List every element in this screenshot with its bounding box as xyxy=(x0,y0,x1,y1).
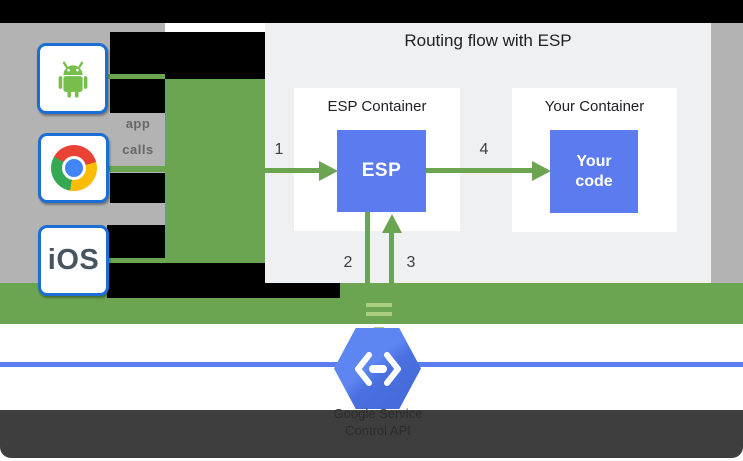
dashed-link-mark xyxy=(366,312,392,316)
chrome-request-line xyxy=(109,166,165,172)
step-4-label: 4 xyxy=(479,141,489,158)
line-2-down xyxy=(365,212,370,298)
mask-cutout xyxy=(107,263,265,298)
arrow-1-head xyxy=(319,161,338,181)
step-1-label: 1 xyxy=(274,141,284,158)
bottom-dark-overlay xyxy=(0,410,743,458)
arrow-3-head xyxy=(382,214,402,233)
mask-cutout xyxy=(107,225,165,258)
top-transparent-strip xyxy=(0,0,743,23)
code-brackets-icon xyxy=(354,351,401,386)
dimmed-right-background xyxy=(711,23,743,283)
chrome-client-card xyxy=(38,133,109,203)
esp-chip: ESP xyxy=(337,130,426,212)
app-calls-caption: app calls xyxy=(112,116,164,166)
mask-cutout xyxy=(110,32,165,113)
ios-request-line xyxy=(107,258,165,263)
your-container-label: Your Container xyxy=(544,98,645,115)
android-request-line xyxy=(108,74,165,79)
your-code-line2: code xyxy=(575,172,613,190)
arrow-1-line xyxy=(265,168,322,173)
ios-label: iOS xyxy=(47,244,100,276)
line-3-up xyxy=(389,231,394,298)
your-code-chip: Your code xyxy=(550,130,638,213)
arrow-4-head xyxy=(532,161,551,181)
mask-cutout xyxy=(110,173,165,203)
esp-container-label: ESP Container xyxy=(327,98,427,115)
android-robot-icon xyxy=(58,61,87,98)
green-flow-vertical-bar xyxy=(165,79,265,263)
dashed-link-mark xyxy=(366,303,392,307)
chrome-logo-icon xyxy=(50,145,97,191)
panel-title: Routing flow with ESP xyxy=(404,31,572,50)
step-2-label: 2 xyxy=(343,254,353,271)
mask-cutout xyxy=(265,283,340,298)
app-calls-line1: app xyxy=(125,116,151,131)
arrow-4-line xyxy=(426,168,534,173)
esp-chip-label: ESP xyxy=(361,160,402,181)
cloud-endpoints-hexagon-icon xyxy=(334,328,421,409)
ios-client-card: iOS xyxy=(38,225,109,296)
app-calls-line2: calls xyxy=(122,142,154,157)
your-code-line1: Your xyxy=(576,152,612,170)
android-client-card xyxy=(37,43,108,114)
chrome-logo-core xyxy=(64,159,83,177)
step-3-label: 3 xyxy=(406,254,416,271)
